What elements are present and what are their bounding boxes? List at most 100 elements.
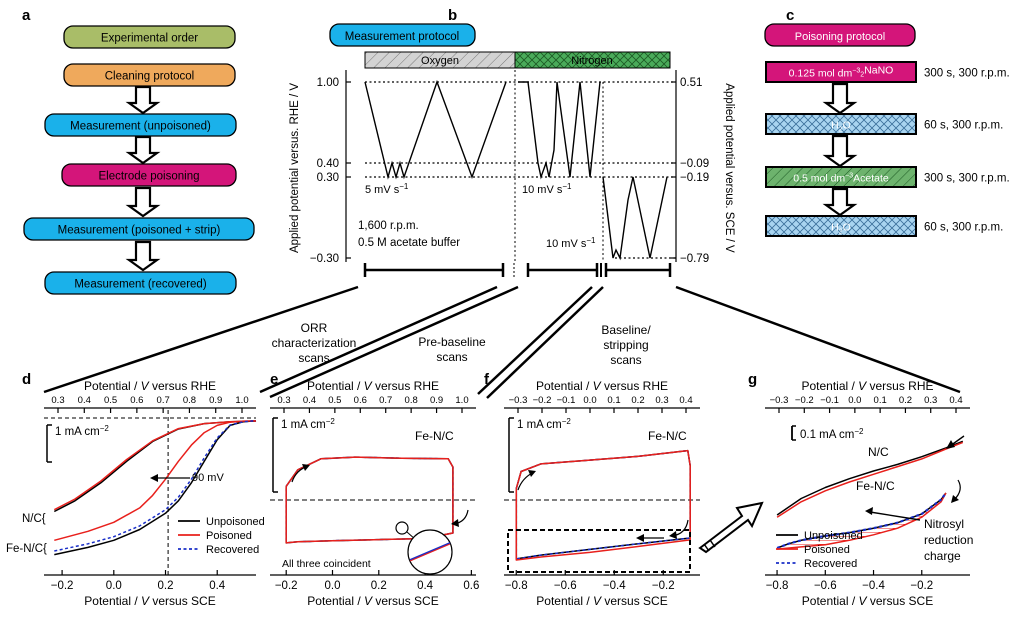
flow-box-label-2: Cleaning protocol	[105, 71, 195, 83]
series-g-1	[776, 441, 964, 518]
y-left-label: Applied potential versus. RHE / V	[289, 83, 301, 253]
poison-step-condition-1: 300 s, 300 r.p.m.	[924, 68, 1010, 80]
svg-text:ORR: ORR	[301, 321, 328, 335]
measurement-protocol-title: Measurement protocol	[345, 31, 459, 43]
svg-text:characterization: characterization	[272, 336, 357, 350]
y-right-label: Applied potential versus. SCE / V	[723, 83, 735, 253]
group-label-nc: N/C{	[22, 513, 46, 525]
panel-letter-g: g	[748, 371, 757, 388]
bottom-tick-f-3: −0.2	[652, 580, 675, 592]
poison-step-2	[765, 113, 917, 135]
poison-step-label-4: H2O	[831, 222, 851, 236]
top-tick-e-7: 1.0	[455, 395, 468, 406]
poison-step-condition-3: 300 s, 300 r.p.m.	[924, 173, 1010, 185]
panel-b: b Measurement protocol Oxygen Nitrogen A…	[289, 7, 735, 277]
top-tick-g-6: 0.3	[924, 395, 937, 406]
bottom-tick-e-3: 0.4	[417, 580, 434, 592]
top-axis-label-d: Potential / V versus RHE	[84, 379, 216, 393]
coincident-note: All three coincident	[282, 558, 371, 570]
top-tick-d-5: 0.8	[183, 395, 196, 406]
svg-text:scans: scans	[610, 353, 641, 367]
nitrogen-band	[514, 51, 671, 69]
right-tick-0: 0.51	[680, 77, 702, 89]
top-tick-g-3: 0.0	[848, 395, 861, 406]
panel-letter-d: d	[22, 371, 31, 388]
bottom-tick-d-2: 0.2	[158, 580, 174, 592]
bottom-tick-e-4: 0.6	[463, 580, 479, 592]
zoom-arrow	[698, 501, 764, 554]
flow-box-label-3: Measurement (unpoisoned)	[70, 121, 211, 133]
flow-box-5	[23, 217, 255, 241]
poison-step-condition-2: 60 s, 300 r.p.m.	[924, 120, 1003, 132]
legend-label-d-0: Unpoisoned	[206, 516, 265, 528]
poison-step-3	[765, 166, 917, 188]
top-tick-f-1: −0.2	[533, 395, 552, 406]
flow-box-label-4: Electrode poisoning	[98, 171, 199, 183]
material-label-e: Fe-N/C	[415, 429, 454, 443]
svg-text:stripping: stripping	[603, 338, 648, 352]
poison-arrow-1	[822, 82, 858, 115]
bottom-tick-g-2: −0.4	[862, 580, 885, 592]
scale-label-f: 1 mA cm−2	[517, 417, 571, 431]
panel-letter-f: f	[484, 371, 490, 388]
top-tick-e-3: 0.6	[354, 395, 367, 406]
svg-text:scans: scans	[298, 351, 329, 365]
scan-label-orr: ORR characterization scans	[272, 321, 357, 365]
zoom-box-f	[507, 529, 691, 573]
poison-step-1	[765, 61, 917, 83]
conditions-buffer: 0.5 M acetate buffer	[358, 237, 460, 249]
series-d-4	[54, 419, 257, 552]
label-nc-g: N/C	[868, 445, 889, 459]
top-tick-f-5: 0.2	[631, 395, 644, 406]
poisoning-protocol-title: Poisoning protocol	[795, 31, 886, 43]
baseline-waveform	[602, 176, 668, 261]
scale-label-d: 1 mA cm−2	[55, 424, 109, 438]
group-label-fenc: Fe-N/C{	[6, 543, 47, 555]
top-tick-d-7: 1.0	[235, 395, 248, 406]
top-tick-e-6: 0.9	[430, 395, 443, 406]
series-f-1	[515, 449, 691, 561]
top-tick-e-4: 0.7	[379, 395, 392, 406]
left-tick-0: 1.00	[317, 77, 339, 89]
annotation-90mv: 90 mV	[192, 472, 224, 484]
scale-label-g: 0.1 mA cm−2	[800, 427, 864, 441]
rate-label-3: 10 mV s−1	[546, 236, 596, 250]
label-reduction: reduction	[924, 533, 973, 547]
flow-arrow-3	[125, 186, 161, 218]
panel-c: c Poisoning protocol 0.125 mol dm−32NaNO…	[764, 7, 1010, 237]
top-tick-d-3: 0.6	[130, 395, 143, 406]
label-fenc-g: Fe-N/C	[856, 479, 895, 493]
bottom-tick-d-0: −0.2	[51, 580, 74, 592]
left-tick-2: 0.30	[317, 172, 339, 184]
series-g-0	[776, 440, 964, 516]
zoom-circle-small	[395, 521, 409, 535]
flow-arrow-2	[125, 135, 161, 165]
oxygen-waveform	[364, 79, 507, 180]
top-tick-d-6: 0.9	[209, 395, 222, 406]
series-d-3	[54, 419, 257, 542]
legend-label-g-1: Poisoned	[804, 544, 850, 556]
label-charge: charge	[924, 549, 961, 563]
svg-text:Baseline/: Baseline/	[601, 323, 651, 337]
poison-step-condition-4: 60 s, 300 r.p.m.	[924, 222, 1003, 234]
bottom-axis-label-g: Potential / V versus SCE	[802, 594, 933, 608]
poison-step-label-3: 0.5 mol dm−3Acetate	[793, 173, 889, 185]
legend-label-g-2: Recovered	[804, 558, 857, 570]
top-tick-f-7: 0.4	[679, 395, 692, 406]
panel-letter-c: c	[786, 7, 794, 24]
flow-box-label-5: Measurement (poisoned + strip)	[58, 225, 221, 237]
bottom-tick-f-0: −0.8	[505, 580, 528, 592]
legend-label-d-1: Poisoned	[206, 530, 252, 542]
right-tick-1: −0.09	[680, 158, 709, 170]
prebaseline-waveform	[518, 81, 601, 180]
flow-box-1	[63, 25, 236, 49]
material-label-f: Fe-N/C	[648, 429, 687, 443]
top-tick-f-6: 0.3	[655, 395, 668, 406]
panel-letter-b: b	[448, 7, 457, 24]
